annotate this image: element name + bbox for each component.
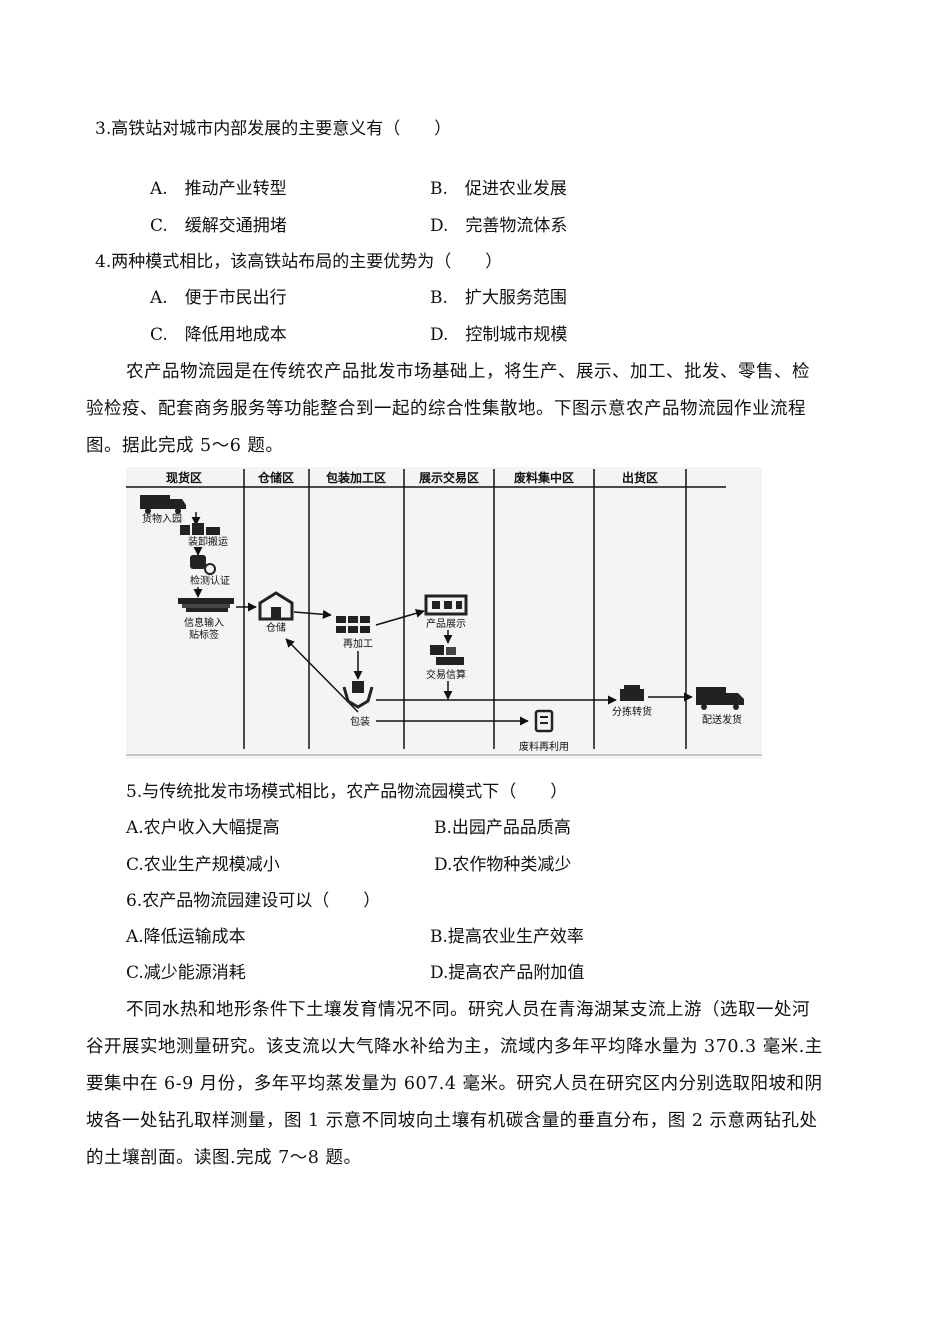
intro2-line-3: 要集中在 6-9 月份，多年平均蒸发量为 607.4 毫米。研究人员在研究区内分… <box>86 1074 823 1094</box>
header-spot-zone: 现货区 <box>166 470 202 485</box>
header-packing-zone: 包装加工区 <box>325 470 386 485</box>
intro1-line-3: 图。据此完成 5～6 题。 <box>86 436 284 456</box>
node-trade: 交易信算 <box>426 668 466 681</box>
intro2-line-5: 的土壤剖面。读图.完成 7～8 题。 <box>86 1148 362 1168</box>
intro1-line-2: 验检疫、配套商务服务等功能整合到一起的综合性集散地。下图示意农产品物流园作业流程 <box>86 399 806 419</box>
q3-stem: 3.高铁站对城市内部发展的主要意义有（ ） <box>95 119 452 139</box>
q3-option-c: C. 缓解交通拥堵 <box>150 216 287 236</box>
q3-option-a: A. 推动产业转型 <box>150 179 287 199</box>
node-reprocess: 再加工 <box>343 638 373 650</box>
intro2-line-4: 坡各一处钻孔取样测量，图 1 示意不同坡向土壤有机碳含量的垂直分布，图 2 示意… <box>86 1111 818 1131</box>
q6-stem: 6.农产品物流园建设可以（ ） <box>126 891 381 911</box>
q4-option-b: B. 扩大服务范围 <box>430 288 567 308</box>
q6-option-a: A.降低运输成本 <box>126 927 246 947</box>
node-inspect: 检测认证 <box>190 574 230 587</box>
conveyor-icon <box>178 598 234 612</box>
hands-package-icon <box>342 681 374 709</box>
boxes-icon <box>336 616 370 633</box>
sorting-icon <box>620 685 644 701</box>
q4-option-c: C. 降低用地成本 <box>150 325 287 345</box>
node-unload: 装卸搬运 <box>188 535 228 548</box>
q3-option-d: D. 完善物流体系 <box>430 216 568 236</box>
node-label-tag: 贴标签 <box>189 628 219 641</box>
q4-option-a: A. 便于市民出行 <box>150 288 287 308</box>
header-outbound-zone: 出货区 <box>622 470 658 485</box>
node-deliver: 配送发货 <box>702 713 742 726</box>
q5-option-c: C.农业生产规模减小 <box>126 855 280 875</box>
recycle-bin-icon <box>534 709 554 733</box>
q5-stem: 5.与传统批发市场模式相比，农产品物流园模式下（ ） <box>126 782 568 802</box>
truck-icon <box>140 495 186 514</box>
q5-option-b: B.出园产品品质高 <box>434 818 571 838</box>
q3-option-b: B. 促进农业发展 <box>430 179 567 199</box>
node-storage: 仓储 <box>266 621 286 634</box>
node-waste: 废料再利用 <box>519 740 569 753</box>
delivery-truck-icon <box>696 687 744 710</box>
node-display: 产品展示 <box>426 617 466 630</box>
node-sort: 分拣转货 <box>612 705 652 718</box>
q6-option-b: B.提高农业生产效率 <box>430 927 584 947</box>
node-pack: 包装 <box>350 715 370 728</box>
trade-icon <box>430 645 464 665</box>
intro2-line-1: 不同水热和地形条件下土壤发育情况不同。研究人员在青海湖某支流上游（选取一处河 <box>126 1000 810 1020</box>
display-shelf-icon <box>424 594 468 616</box>
intro1-line-1: 农产品物流园是在传统农产品批发市场基础上，将生产、展示、加工、批发、零售、检 <box>126 362 810 382</box>
q4-stem: 4.两种模式相比，该高铁站布局的主要优势为（ ） <box>95 252 503 272</box>
node-info-input: 信息输入 <box>184 616 224 629</box>
intro2-line-2: 谷开展实地测量研究。该支流以大气降水补给为主，流域内多年平均降水量为 370.3… <box>86 1037 823 1057</box>
header-trade-zone: 展示交易区 <box>419 470 479 485</box>
q5-option-a: A.农户收入大幅提高 <box>126 818 280 838</box>
forklift-icon <box>180 523 220 535</box>
header-storage-zone: 仓储区 <box>257 470 294 485</box>
q6-option-d: D.提高农产品附加值 <box>430 963 585 983</box>
q6-option-c: C.减少能源消耗 <box>126 963 246 983</box>
node-goods-in: 货物入园 <box>142 512 182 525</box>
q4-option-d: D. 控制城市规模 <box>430 325 568 345</box>
q5-option-d: D.农作物种类减少 <box>434 855 572 875</box>
header-waste-zone: 废料集中区 <box>514 470 574 485</box>
inspection-icon <box>190 555 216 575</box>
warehouse-icon <box>258 591 294 621</box>
logistics-flowchart: 现货区 仓储区 包装加工区 展示交易区 废料集中区 出货区 货物入园 装卸搬运 … <box>126 467 762 759</box>
